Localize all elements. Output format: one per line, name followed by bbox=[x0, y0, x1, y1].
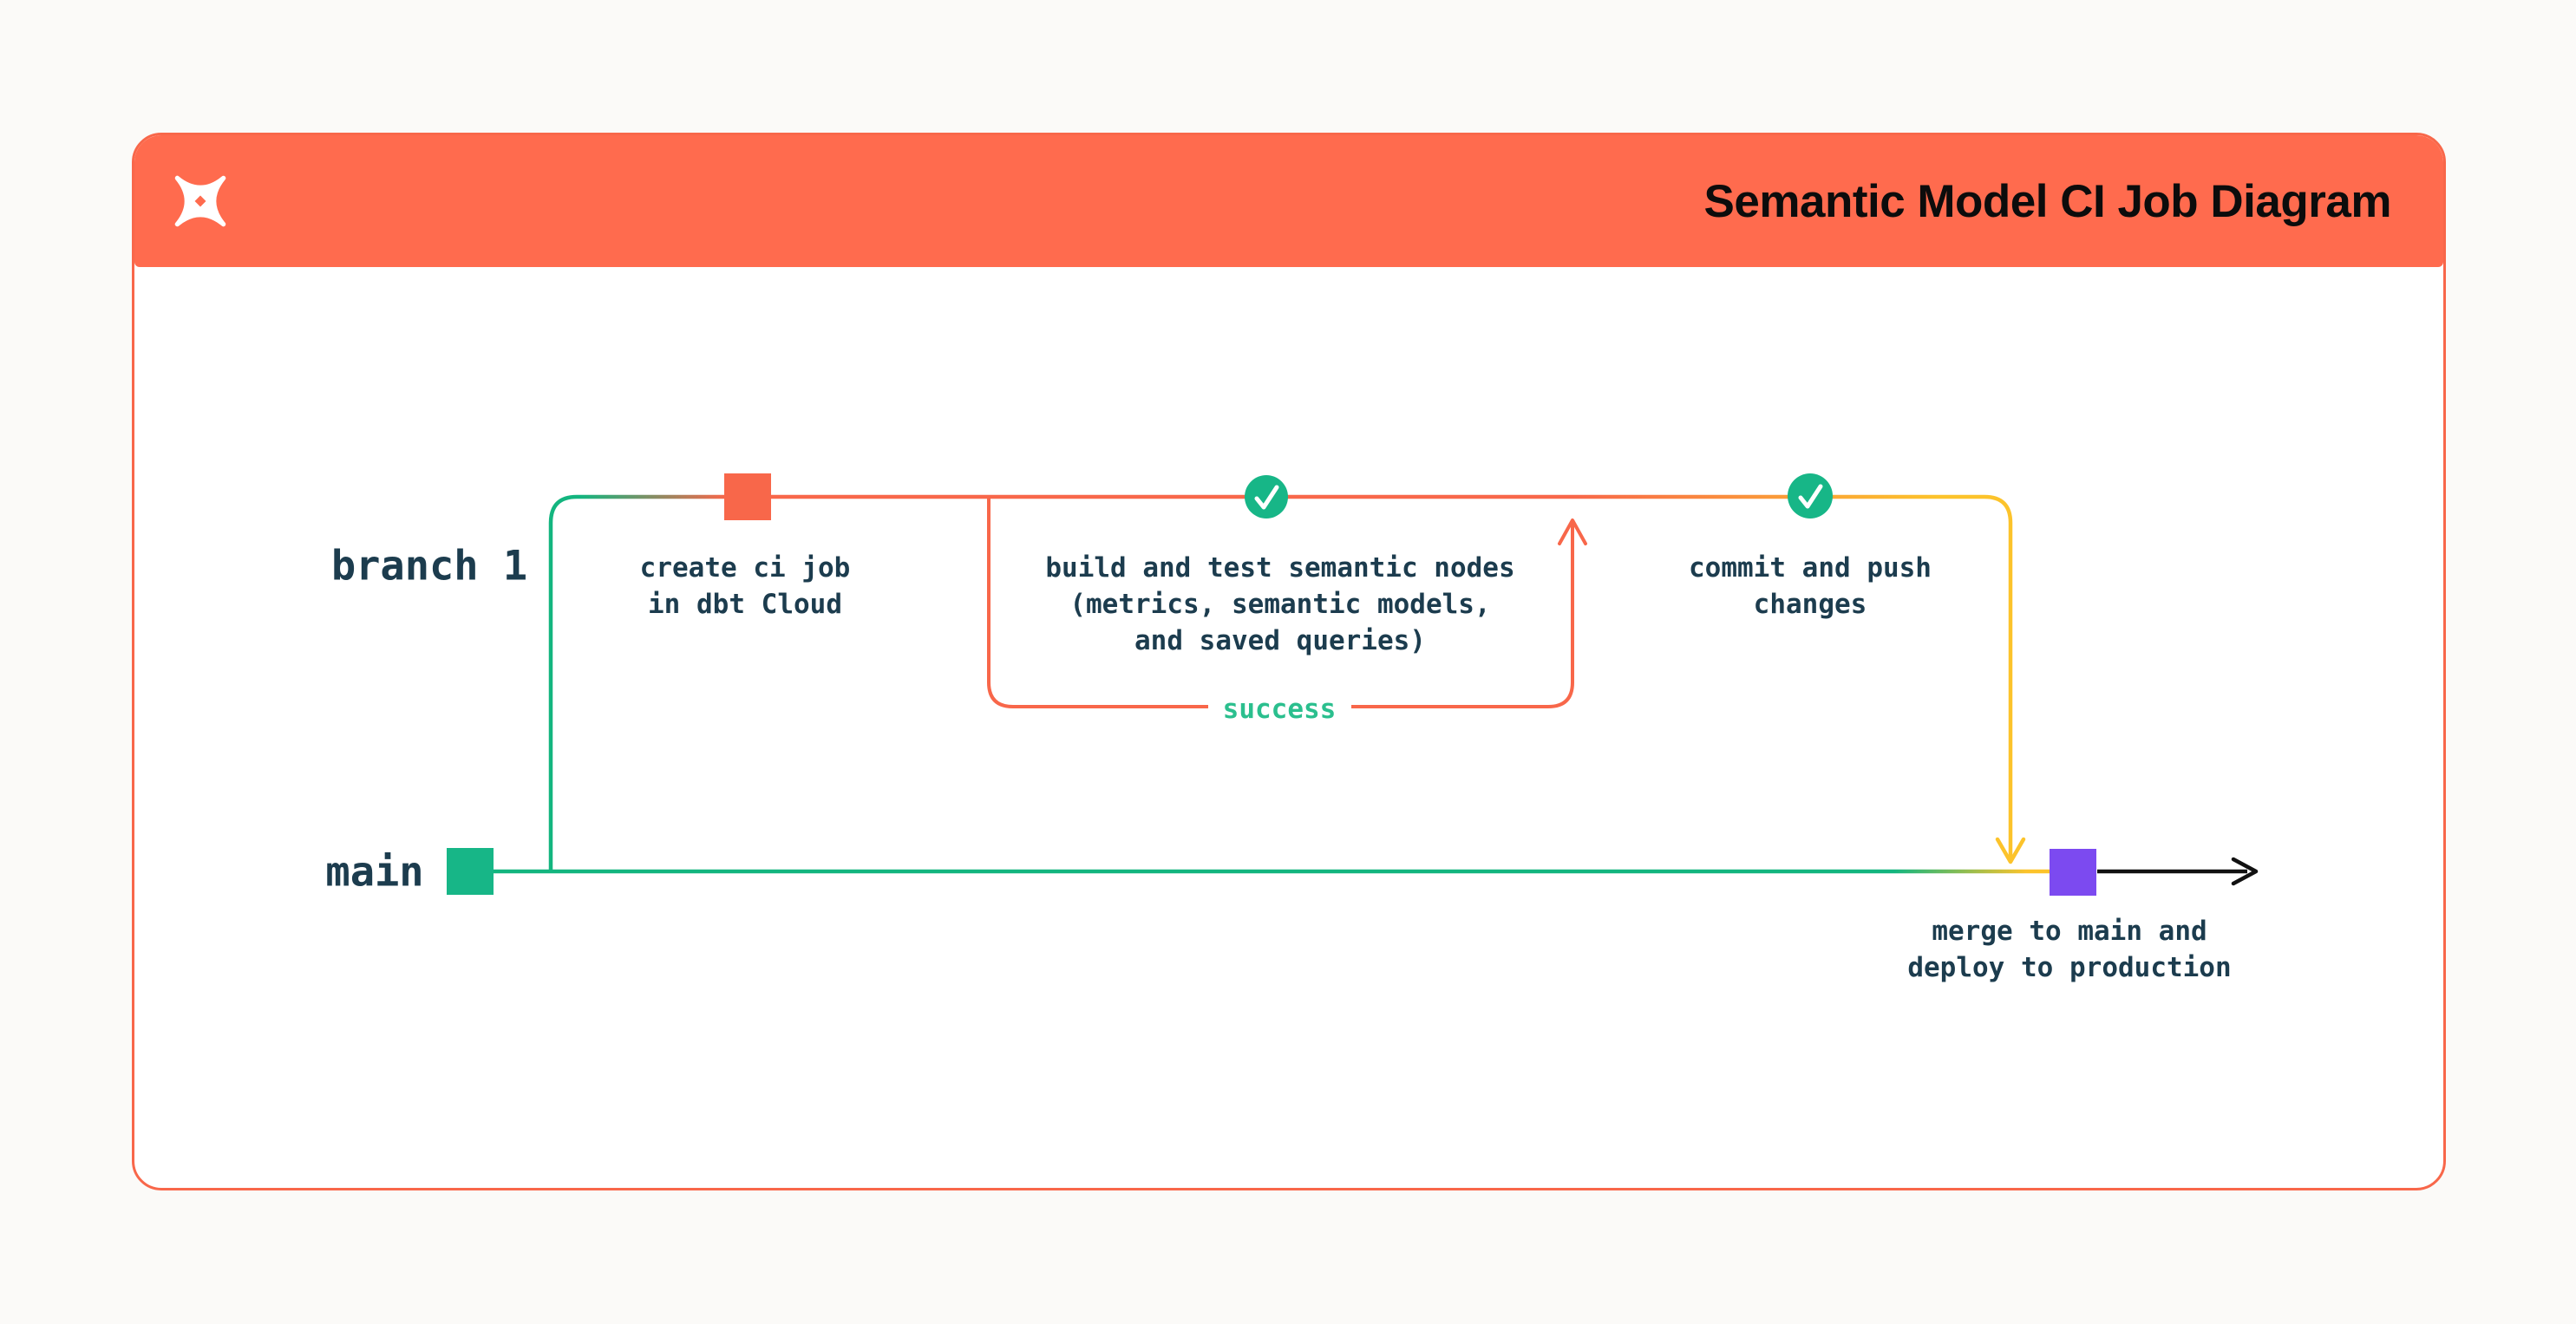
branch-label: branch 1 bbox=[331, 543, 527, 590]
dbt-logo-icon bbox=[174, 175, 226, 227]
ci-flow-diagram: branch 1 main create ci job in dbt Cloud… bbox=[325, 473, 2259, 983]
create-ci-job-commit-square bbox=[724, 473, 771, 520]
merge-down-arrowhead-icon bbox=[1995, 837, 2026, 864]
merge-node-label-line1: merge to main and bbox=[1932, 916, 2207, 947]
build-node-label-line1: build and test semantic nodes bbox=[1045, 552, 1514, 584]
success-label: success bbox=[1223, 694, 1337, 725]
build-node-label-line2: (metrics, semantic models, bbox=[1069, 589, 1490, 620]
build-check-icon bbox=[1245, 475, 1288, 519]
commit-check-icon bbox=[1788, 473, 1833, 519]
commit-node-label-line1: commit and push bbox=[1689, 552, 1932, 584]
card-header: Semantic Model CI Job Diagram bbox=[134, 135, 2443, 267]
create-node-label-line2: in dbt Cloud bbox=[648, 589, 842, 620]
merge-node-label-line2: deploy to production bbox=[1907, 952, 2231, 983]
diagram-card: Semantic Model CI Job Diagram bbox=[132, 133, 2446, 1190]
success-loop-arrowhead-icon bbox=[1558, 519, 1587, 545]
commit-node-label-line2: changes bbox=[1754, 589, 1867, 620]
merge-commit-square bbox=[2050, 849, 2096, 896]
success-loop-line bbox=[987, 497, 1574, 708]
main-start-commit-square bbox=[447, 848, 494, 895]
page-title: Semantic Model CI Job Diagram bbox=[1703, 175, 2392, 227]
build-node-label-line3: and saved queries) bbox=[1134, 625, 1426, 656]
create-node-label-line1: create ci job bbox=[640, 552, 851, 584]
deploy-arrowhead-icon bbox=[2231, 857, 2259, 886]
main-label: main bbox=[325, 849, 423, 897]
